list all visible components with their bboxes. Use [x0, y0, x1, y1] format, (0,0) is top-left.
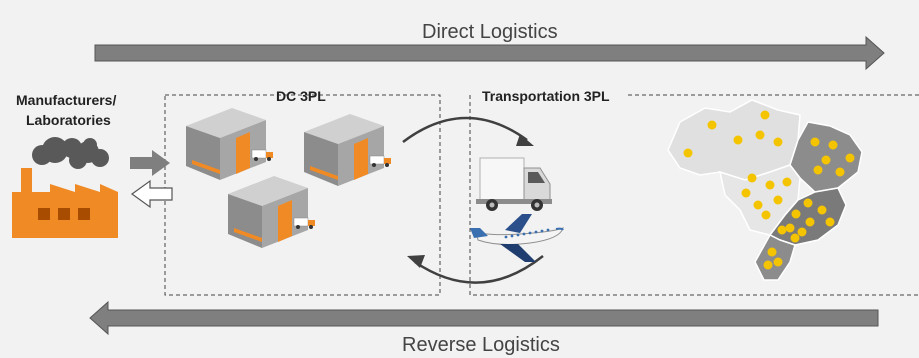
manufacturers-label-line2: Laboratories [26, 112, 111, 128]
airplane-icon [470, 214, 564, 262]
brazil-map [667, 99, 863, 281]
warehouse-icon-3 [228, 176, 315, 248]
direct-logistics-arrow [94, 35, 885, 71]
manufacturers-label-line1: Manufacturers/ [16, 92, 117, 108]
cycle-arrow-bottom [407, 255, 544, 284]
transport-3pl-label: Transportation 3PL [482, 88, 610, 104]
cycle-arrow-top [402, 116, 534, 146]
direct-logistics-label: Direct Logistics [422, 21, 558, 43]
region-south [754, 234, 796, 281]
reverse-logistics-arrow [89, 300, 879, 336]
reverse-logistics-label: Reverse Logistics [402, 334, 560, 356]
map-dots [683, 110, 855, 270]
warehouse-icon-1 [186, 108, 273, 180]
factory-icon [12, 137, 118, 238]
backward-arrow-icon [130, 179, 173, 209]
dc-3pl-label: DC 3PL [276, 88, 326, 104]
transport-3pl-box [469, 94, 919, 296]
truck-icon [476, 157, 552, 211]
warehouse-icon-2 [304, 114, 391, 186]
forward-arrow-icon [130, 150, 170, 176]
